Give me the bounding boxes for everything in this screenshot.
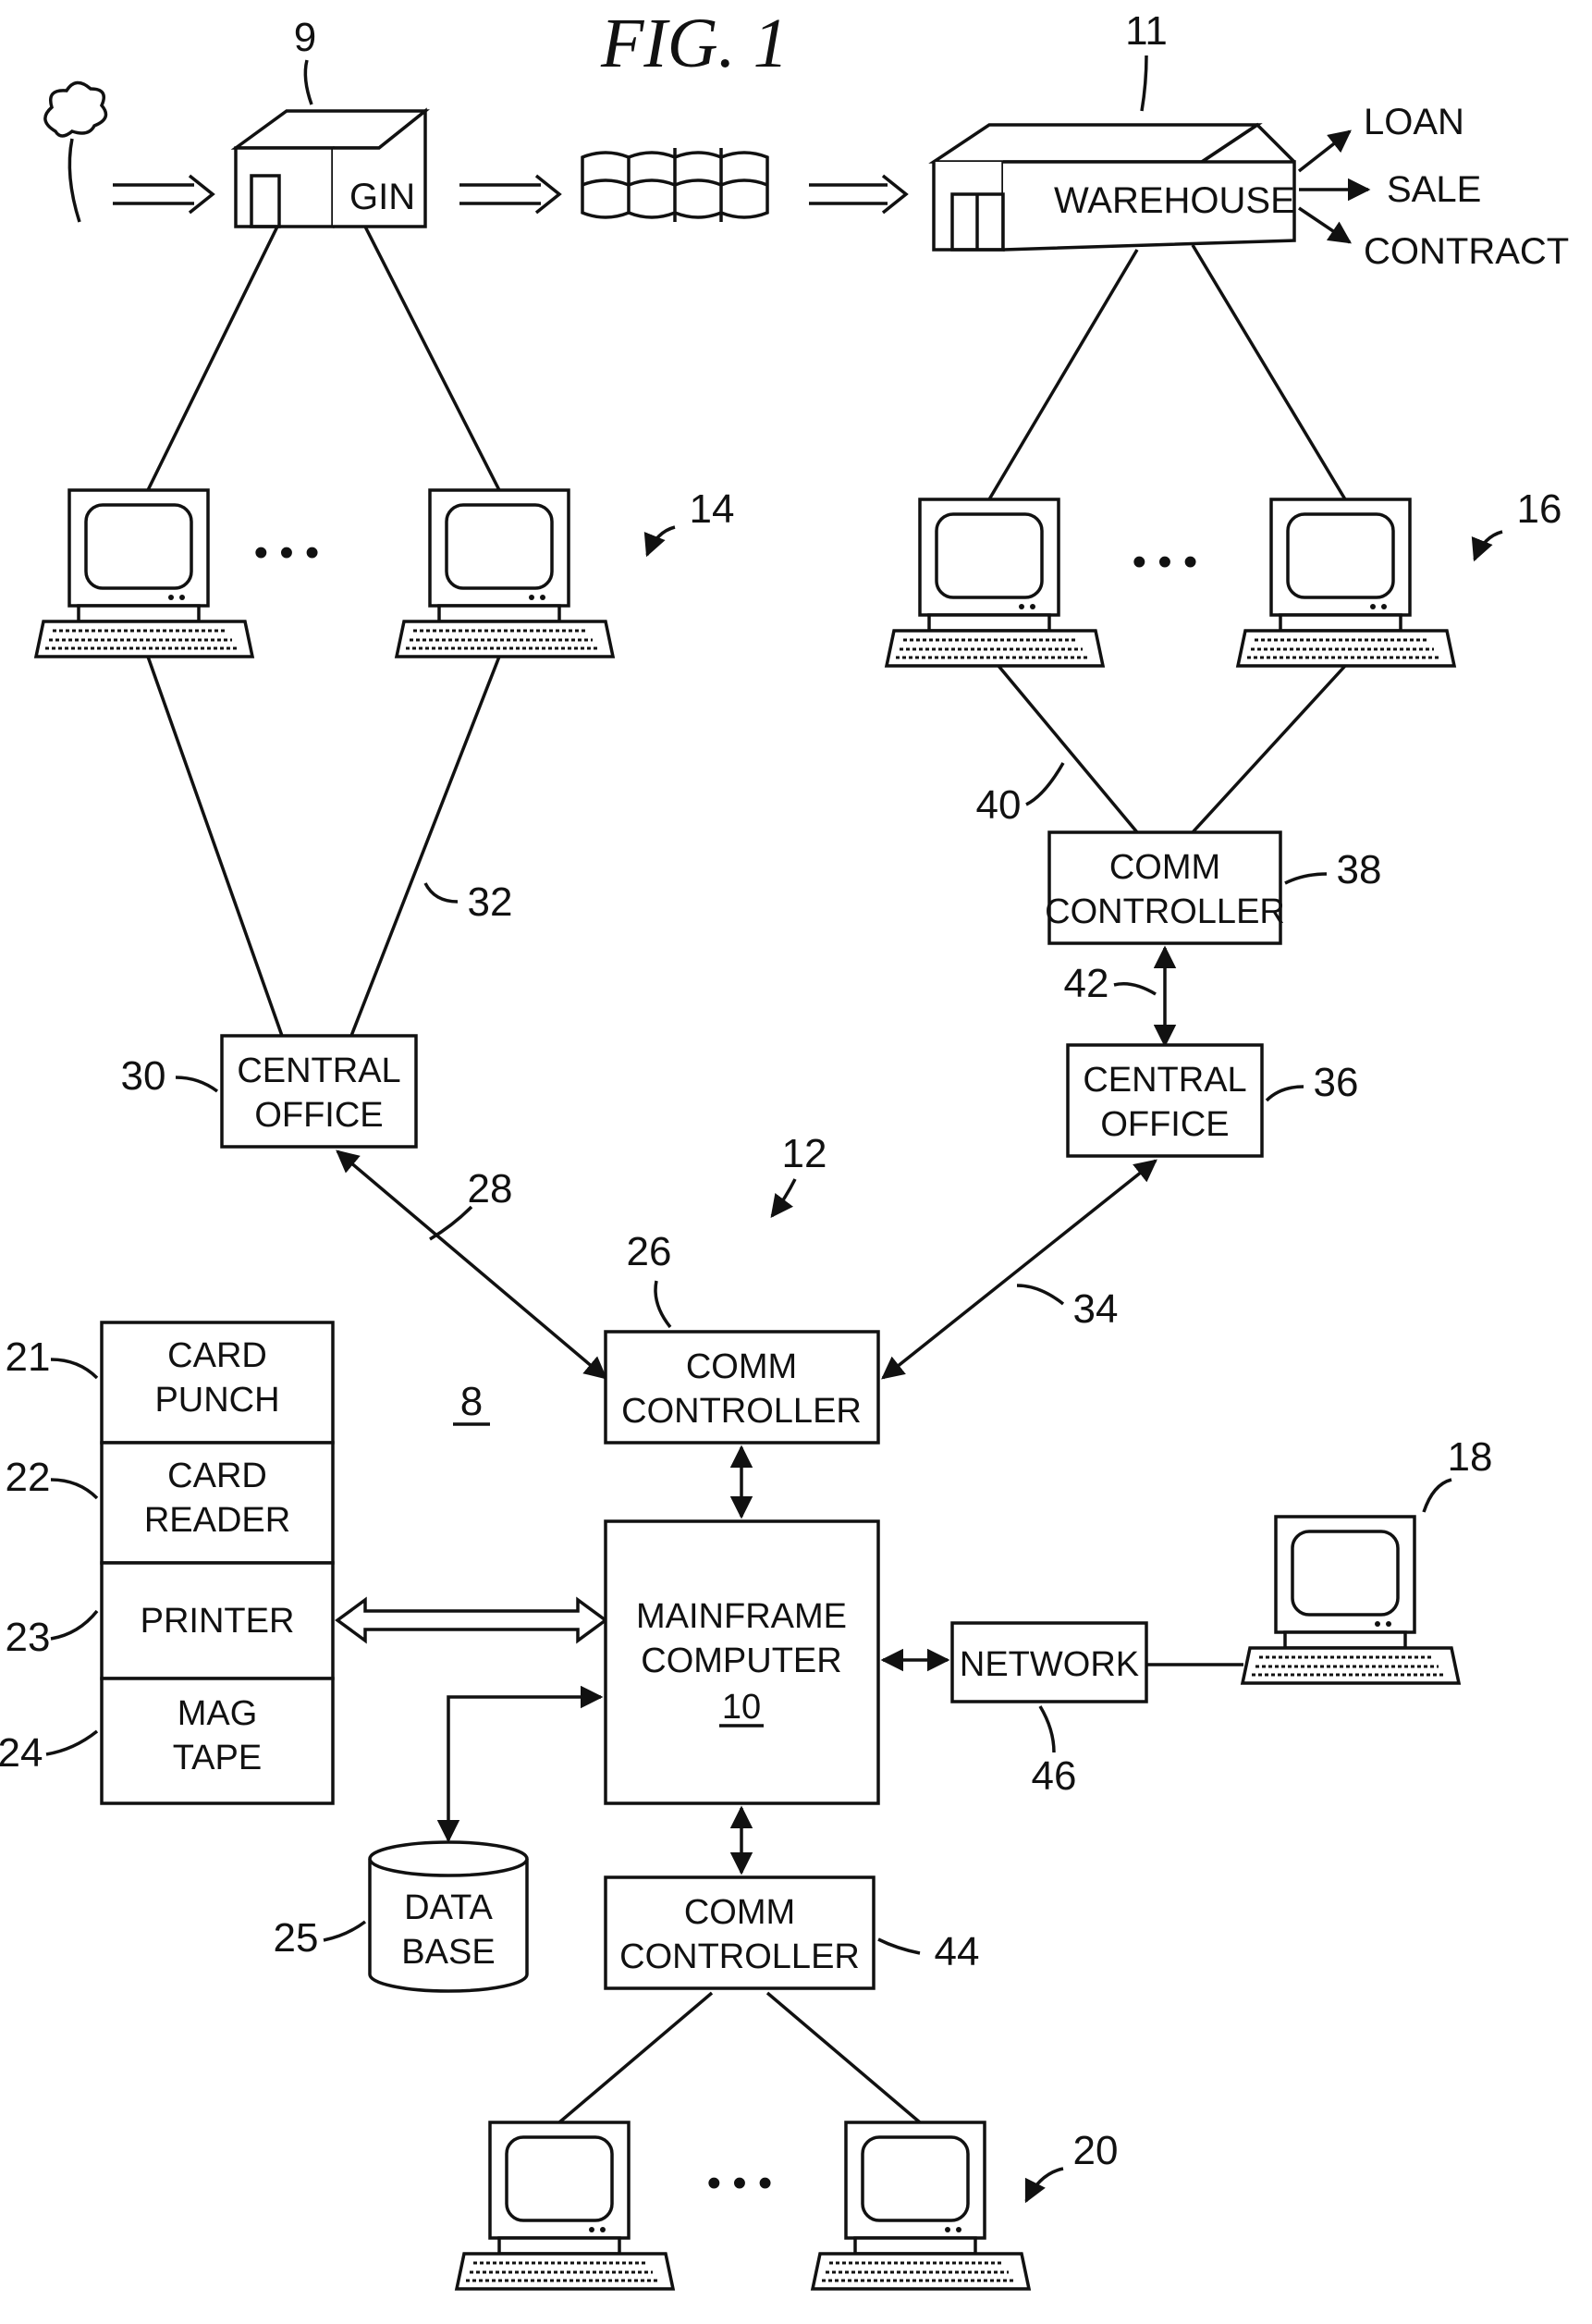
remote-terminal-18 xyxy=(1241,1515,1461,1685)
mainframe-computer xyxy=(604,1519,880,1805)
arrow-to-bales xyxy=(459,174,562,215)
ref-21: 21 xyxy=(6,1334,51,1380)
gin-terminal-1 xyxy=(34,488,254,658)
ref-40: 40 xyxy=(976,782,1022,828)
gin-terminal-2 xyxy=(395,488,615,658)
arrow-contract xyxy=(1298,206,1353,244)
printer-label: PRINTER xyxy=(141,1602,295,1641)
ref-16: 16 xyxy=(1517,486,1562,532)
ref-46: 46 xyxy=(1032,1753,1077,1799)
database-line1: DATA xyxy=(404,1888,493,1927)
central-office-right xyxy=(1066,1043,1264,1158)
arrow-loan xyxy=(1297,129,1352,173)
arrow-to-gin xyxy=(113,174,215,215)
ref-8: 8 xyxy=(460,1379,483,1424)
bottom-terminal-1 xyxy=(455,2121,675,2291)
ref-14: 14 xyxy=(690,486,735,532)
central-office-left-line2: OFFICE xyxy=(254,1096,383,1135)
ref-25: 25 xyxy=(274,1915,319,1961)
comm-controller-44 xyxy=(604,1875,876,1990)
ref-22: 22 xyxy=(6,1455,51,1500)
comm-controller-38-line2: CONTROLLER xyxy=(1045,892,1285,931)
card-reader-line1: CARD xyxy=(167,1457,267,1495)
comm-controller-26 xyxy=(604,1330,880,1445)
loan-label: LOAN xyxy=(1364,102,1464,142)
database-line2: BASE xyxy=(401,1933,495,1972)
ref-28: 28 xyxy=(468,1166,513,1211)
cotton-bales-icon xyxy=(581,148,769,222)
ref-34: 34 xyxy=(1073,1286,1119,1332)
comm-controller-38 xyxy=(1047,830,1282,945)
ref-38: 38 xyxy=(1337,847,1382,892)
comm-controller-26-line1: COMM xyxy=(686,1347,797,1386)
central-office-right-line2: OFFICE xyxy=(1100,1105,1229,1144)
central-office-right-line1: CENTRAL xyxy=(1083,1061,1246,1100)
ref-30: 30 xyxy=(121,1053,166,1099)
comm-controller-44-line2: CONTROLLER xyxy=(619,1937,860,1976)
ellipsis-bottom: • • • xyxy=(707,2160,773,2206)
printer-mainframe-link xyxy=(335,1596,608,1644)
ref-9: 9 xyxy=(294,15,316,60)
mainframe-line2: COMPUTER xyxy=(641,1642,841,1680)
link-28 xyxy=(336,1150,607,1380)
card-reader xyxy=(100,1441,335,1565)
contract-label: CONTRACT xyxy=(1364,231,1569,272)
ref-11: 11 xyxy=(1125,8,1168,54)
mag-tape-line2: TAPE xyxy=(173,1739,262,1777)
network-box xyxy=(950,1621,1148,1703)
link-mainframe-database xyxy=(436,1685,604,1843)
card-punch xyxy=(100,1321,335,1445)
ref-42: 42 xyxy=(1064,961,1109,1006)
ref-36: 36 xyxy=(1314,1060,1359,1105)
card-punch-line2: PUNCH xyxy=(154,1381,279,1420)
mag-tape xyxy=(100,1677,335,1805)
comm-controller-26-line2: CONTROLLER xyxy=(621,1392,862,1431)
mainframe-line1: MAINFRAME xyxy=(636,1597,847,1636)
figure-title: FIG. 1 xyxy=(600,5,789,82)
ref-18: 18 xyxy=(1448,1434,1493,1480)
bottom-terminal-2 xyxy=(811,2121,1031,2291)
database-cylinder xyxy=(368,1840,529,1993)
central-office-left-line1: CENTRAL xyxy=(237,1051,400,1090)
printer xyxy=(100,1561,335,1680)
ref-23: 23 xyxy=(6,1615,51,1660)
ref-20: 20 xyxy=(1073,2128,1119,2173)
gin-label: GIN xyxy=(349,177,415,217)
warehouse-terminal-1 xyxy=(885,498,1105,668)
ref-26: 26 xyxy=(627,1229,672,1274)
ref-44: 44 xyxy=(935,1929,980,1974)
central-office-left xyxy=(220,1034,418,1149)
comm-controller-38-line1: COMM xyxy=(1109,848,1220,887)
gin-building: GIN xyxy=(230,107,430,228)
warehouse-building: WAREHOUSE xyxy=(928,122,1296,252)
link-34 xyxy=(881,1159,1157,1380)
cotton-plant-icon xyxy=(43,80,108,223)
ref-12: 12 xyxy=(782,1131,827,1176)
network-label: NETWORK xyxy=(960,1645,1139,1684)
card-punch-line1: CARD xyxy=(167,1336,267,1375)
card-reader-line2: READER xyxy=(144,1501,290,1540)
arrow-to-warehouse xyxy=(809,174,909,215)
mag-tape-line1: MAG xyxy=(178,1694,258,1733)
ref-32: 32 xyxy=(468,879,513,925)
ref-24: 24 xyxy=(0,1730,43,1776)
comm-controller-44-line1: COMM xyxy=(684,1893,795,1932)
sale-label: SALE xyxy=(1387,169,1481,210)
warehouse-terminal-2 xyxy=(1236,498,1456,668)
mainframe-ref: 10 xyxy=(722,1688,761,1727)
warehouse-label: WAREHOUSE xyxy=(1054,180,1295,221)
ellipsis-warehouse: • • • xyxy=(1133,539,1198,584)
ellipsis-gin: • • • xyxy=(254,530,320,575)
